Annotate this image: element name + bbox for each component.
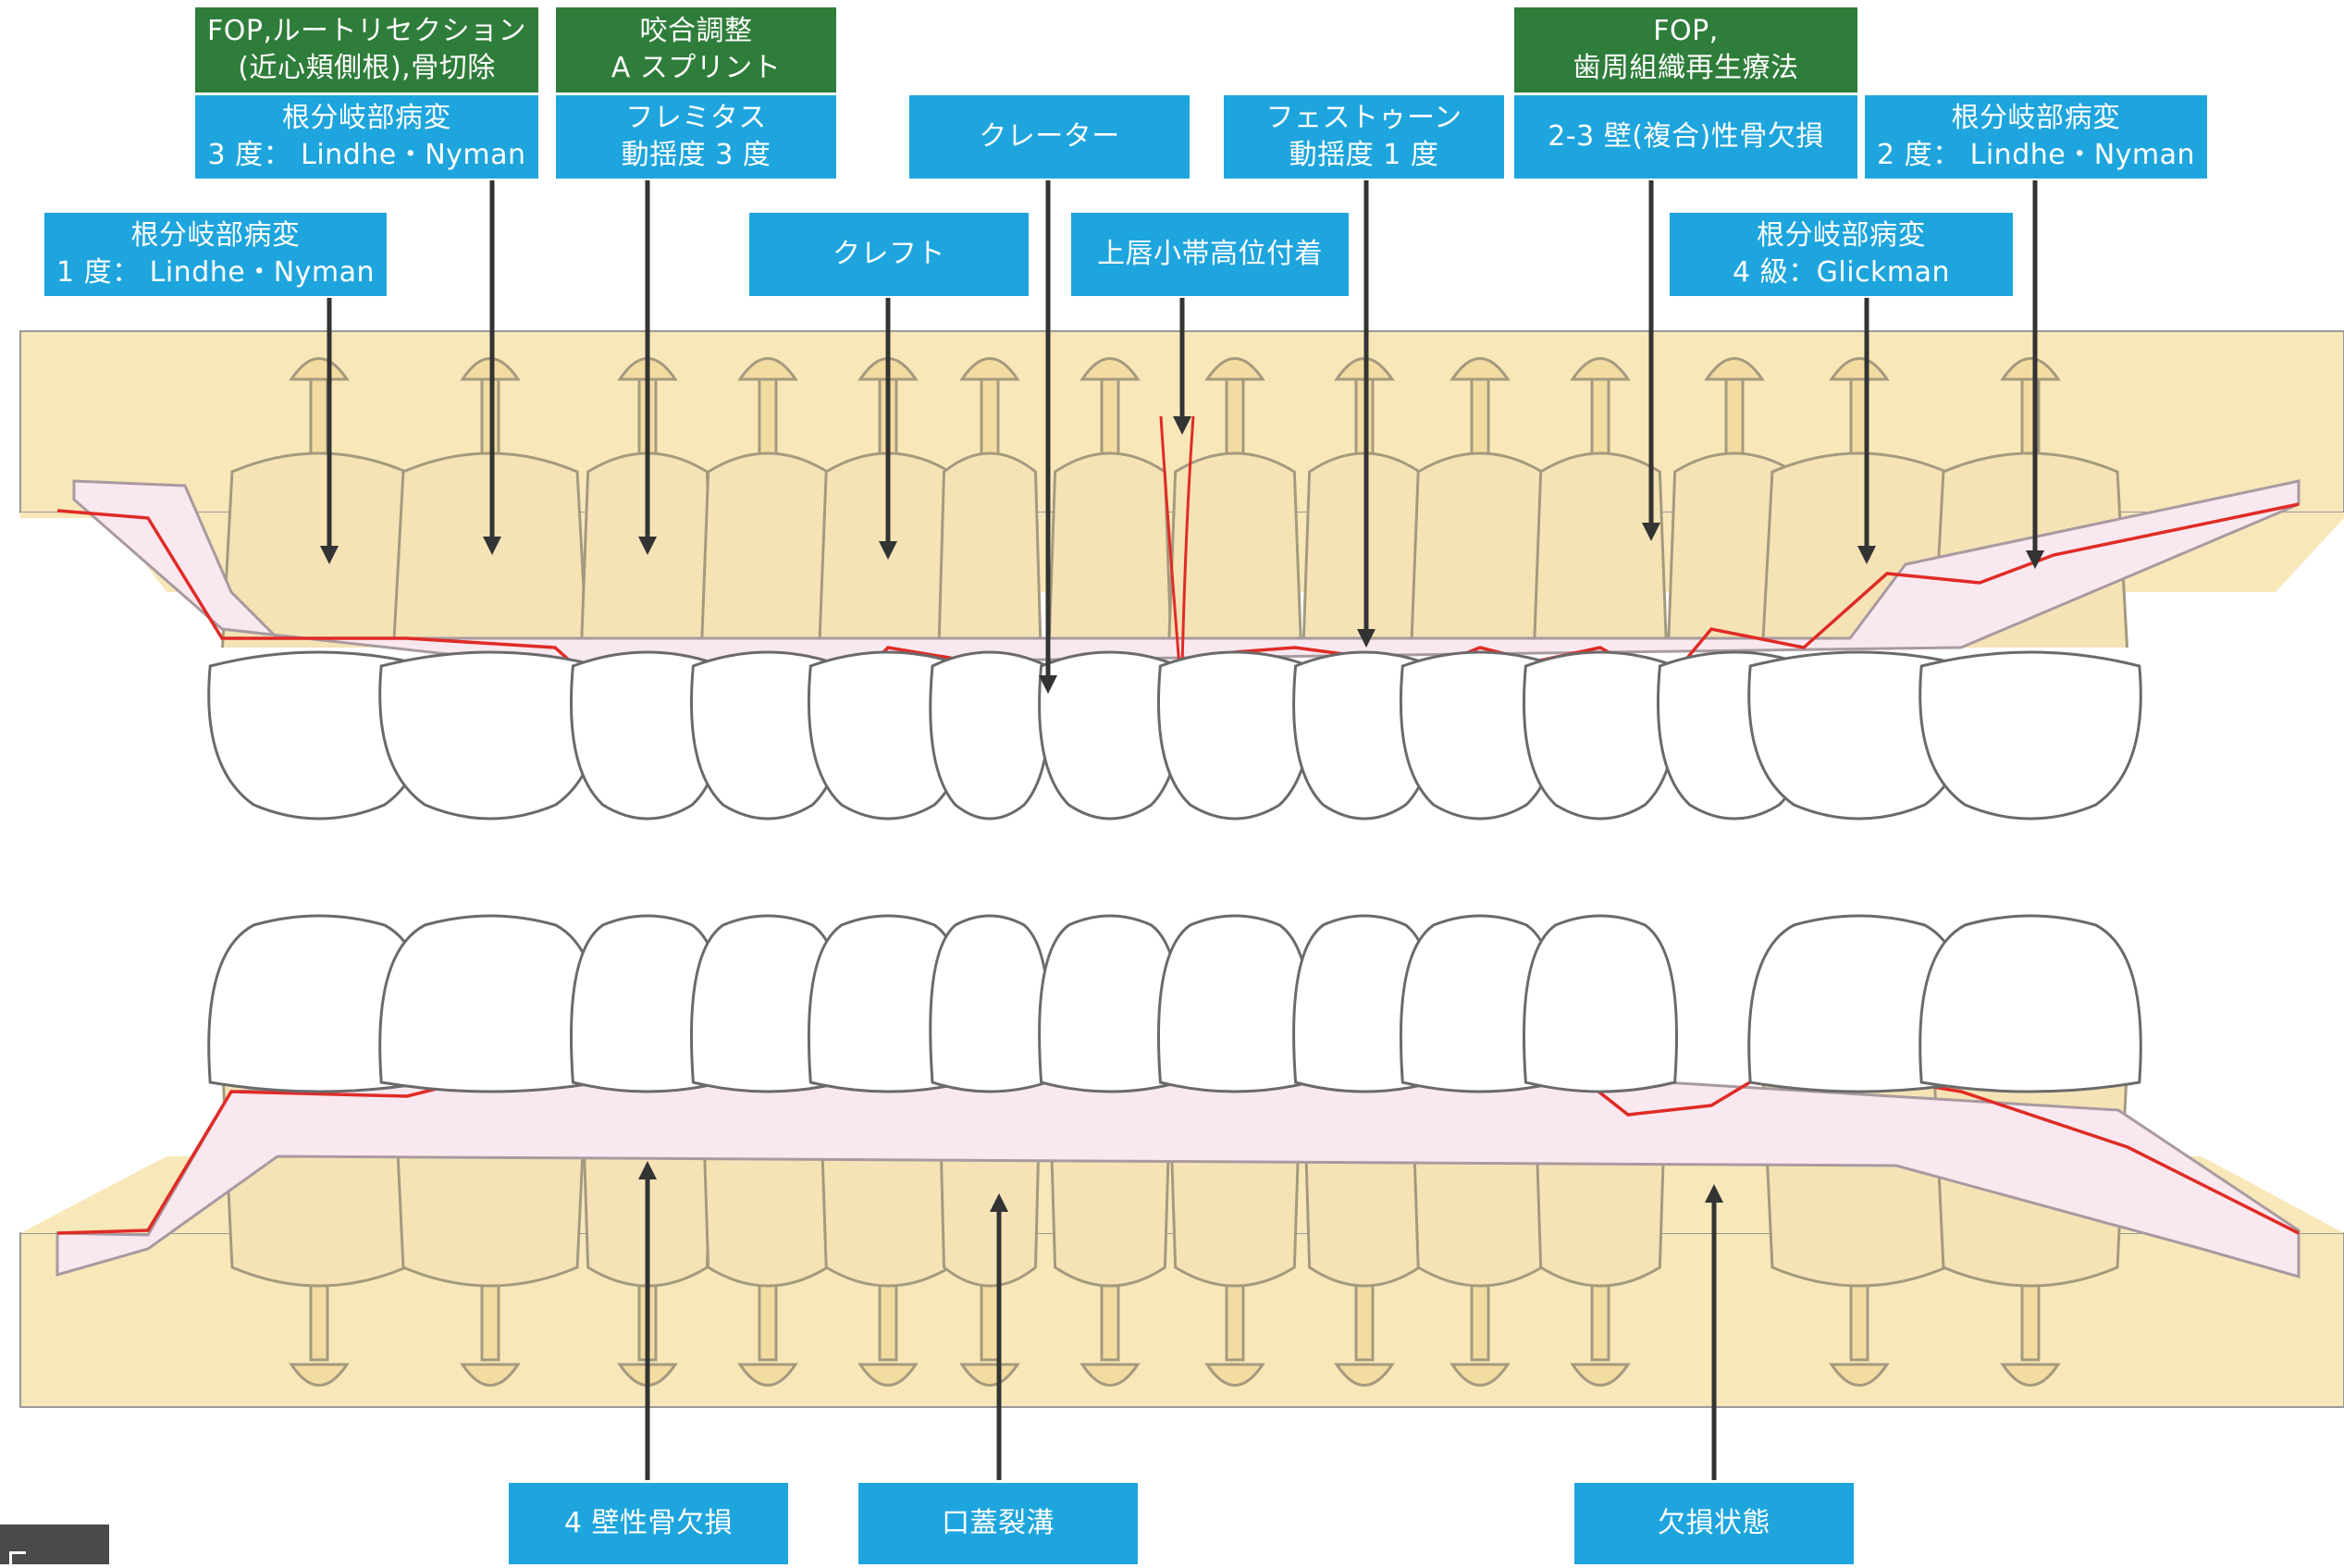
upper-root [702,453,834,648]
lower-crown [1158,916,1311,1092]
label-palatal-groove: 口蓋裂溝 [858,1483,1138,1564]
label-fremitus: フレミタス 動揺度 3 度 [556,95,836,179]
label-fop-regeneration: FOP, 歯周組織再生療法 [1514,7,1857,93]
upper-crown [931,652,1049,819]
label-furcation-degree-2: 根分岐部病変 2 度： Lindhe・Nyman [1865,95,2207,179]
upper-root [1412,453,1549,648]
upper-crown [1920,652,2141,819]
label-festoon: フェストゥーン 動揺度 1 度 [1224,95,1504,179]
upper-root [1535,453,1667,648]
upper-root [939,453,1041,648]
label-bone-defect-2-3-wall: 2-3 壁(複合)性骨欠損 [1514,95,1857,179]
label-furcation-degree-3: 根分岐部病変 3 度： Lindhe・Nyman [195,95,538,179]
label-crater: クレーター [909,95,1190,179]
label-4-wall-bone-defect: 4 壁性骨欠損 [509,1483,788,1564]
corner-tab-glyph [9,1551,26,1564]
tooth-crowns [209,652,2141,1092]
upper-root [1049,453,1171,648]
lower-crown [931,916,1049,1092]
label-occlusal-adjustment: 咬合調整 A スプリント [556,7,836,93]
label-cleft: クレフト [749,213,1029,296]
upper-crown [1158,652,1311,819]
label-furcation-class-4: 根分岐部病変 4 級：Glickman [1670,213,2013,296]
lower-crown [1920,916,2141,1092]
corner-tab [0,1525,109,1564]
lower-crown [380,916,601,1092]
label-frenum-attachment: 上唇小帯高位付着 [1071,213,1349,296]
label-furcation-degree-1: 根分岐部病変 1 度： Lindhe・Nyman [44,213,387,296]
label-fop-root-resection: FOP,ルートリセクション (近心頬側根),骨切除 [195,7,538,93]
upper-crown [380,652,601,819]
lower-crown [1524,916,1676,1092]
upper-crown [1524,652,1676,819]
label-missing-tooth: 欠損状態 [1574,1483,1854,1564]
